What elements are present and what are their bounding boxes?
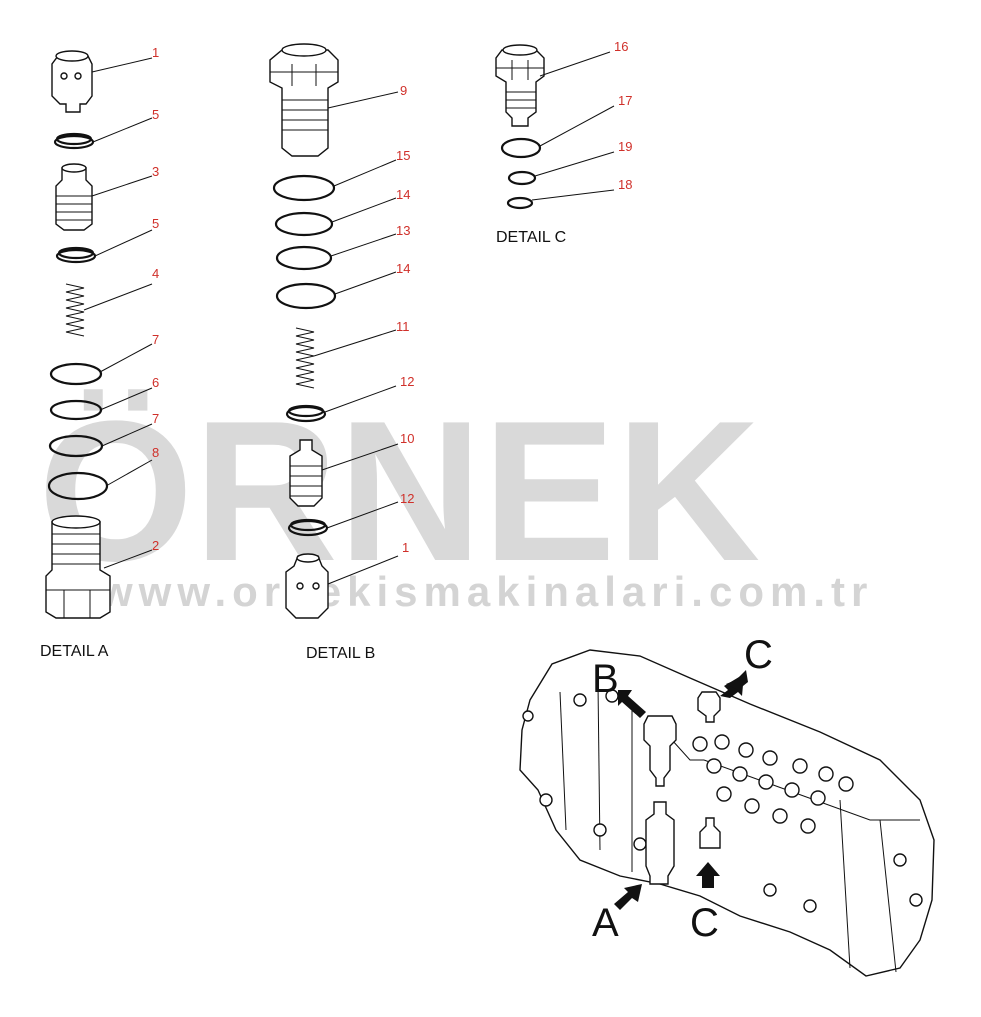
callout-a-7: 6 (152, 375, 159, 390)
valve-bolt-heads (522, 689, 923, 913)
callout-b-9: 12 (400, 491, 414, 506)
control-valve-assembly (519, 649, 935, 977)
callout-a-8: 7 (152, 411, 159, 426)
callout-a-1: 1 (152, 45, 159, 60)
detail-c-parts (495, 44, 545, 210)
detail-a-callouts: 1 5 3 5 4 7 6 7 8 2 (152, 45, 159, 553)
view-labels: B C A C (592, 633, 773, 945)
callout-b-10: 1 (402, 540, 409, 555)
view-label-a: A (592, 901, 619, 945)
callout-c-2: 17 (618, 93, 632, 108)
callout-b-5: 14 (396, 261, 410, 276)
watermark-url: www.ornekismakinalari.com.tr (99, 568, 873, 615)
view-label-c-top: C (744, 633, 773, 677)
callout-a-4: 5 (152, 216, 159, 231)
view-label-b: B (592, 657, 619, 701)
callout-b-4: 13 (396, 223, 410, 238)
callout-a-10: 2 (152, 538, 159, 553)
callout-a-3: 3 (152, 164, 159, 179)
callout-a-5: 4 (152, 266, 159, 281)
watermark-brand: ÖRNEK (38, 380, 760, 603)
callout-c-1: 16 (614, 39, 628, 54)
callout-c-3: 19 (618, 139, 632, 154)
detail-a-leaders (83, 57, 153, 569)
callout-a-6: 7 (152, 332, 159, 347)
callout-b-2: 15 (396, 148, 410, 163)
callout-a-2: 5 (152, 107, 159, 122)
callout-b-6: 11 (396, 319, 410, 334)
callout-b-8: 10 (400, 431, 414, 446)
callout-a-9: 8 (152, 445, 159, 460)
callout-b-7: 12 (400, 374, 414, 389)
callout-c-4: 18 (618, 177, 632, 192)
detail-c-label: DETAIL C (496, 229, 566, 246)
detail-a-label: DETAIL A (40, 643, 109, 660)
detail-b-leaders (313, 91, 399, 585)
view-arrows (614, 670, 748, 910)
view-label-c-bottom: C (690, 901, 719, 945)
callout-b-3: 14 (396, 187, 410, 202)
callout-b-1: 9 (400, 83, 407, 98)
detail-c-leaders (531, 51, 615, 201)
detail-a-parts (45, 50, 111, 619)
detail-b-callouts: 9 15 14 13 14 11 12 10 12 1 (396, 83, 414, 555)
detail-c-callouts: 16 17 19 18 (614, 39, 632, 192)
detail-b-label: DETAIL B (306, 645, 375, 662)
watermark: ÖRNEK www.ornekismakinalari.com.tr (38, 380, 873, 615)
detail-b-parts (269, 43, 339, 619)
